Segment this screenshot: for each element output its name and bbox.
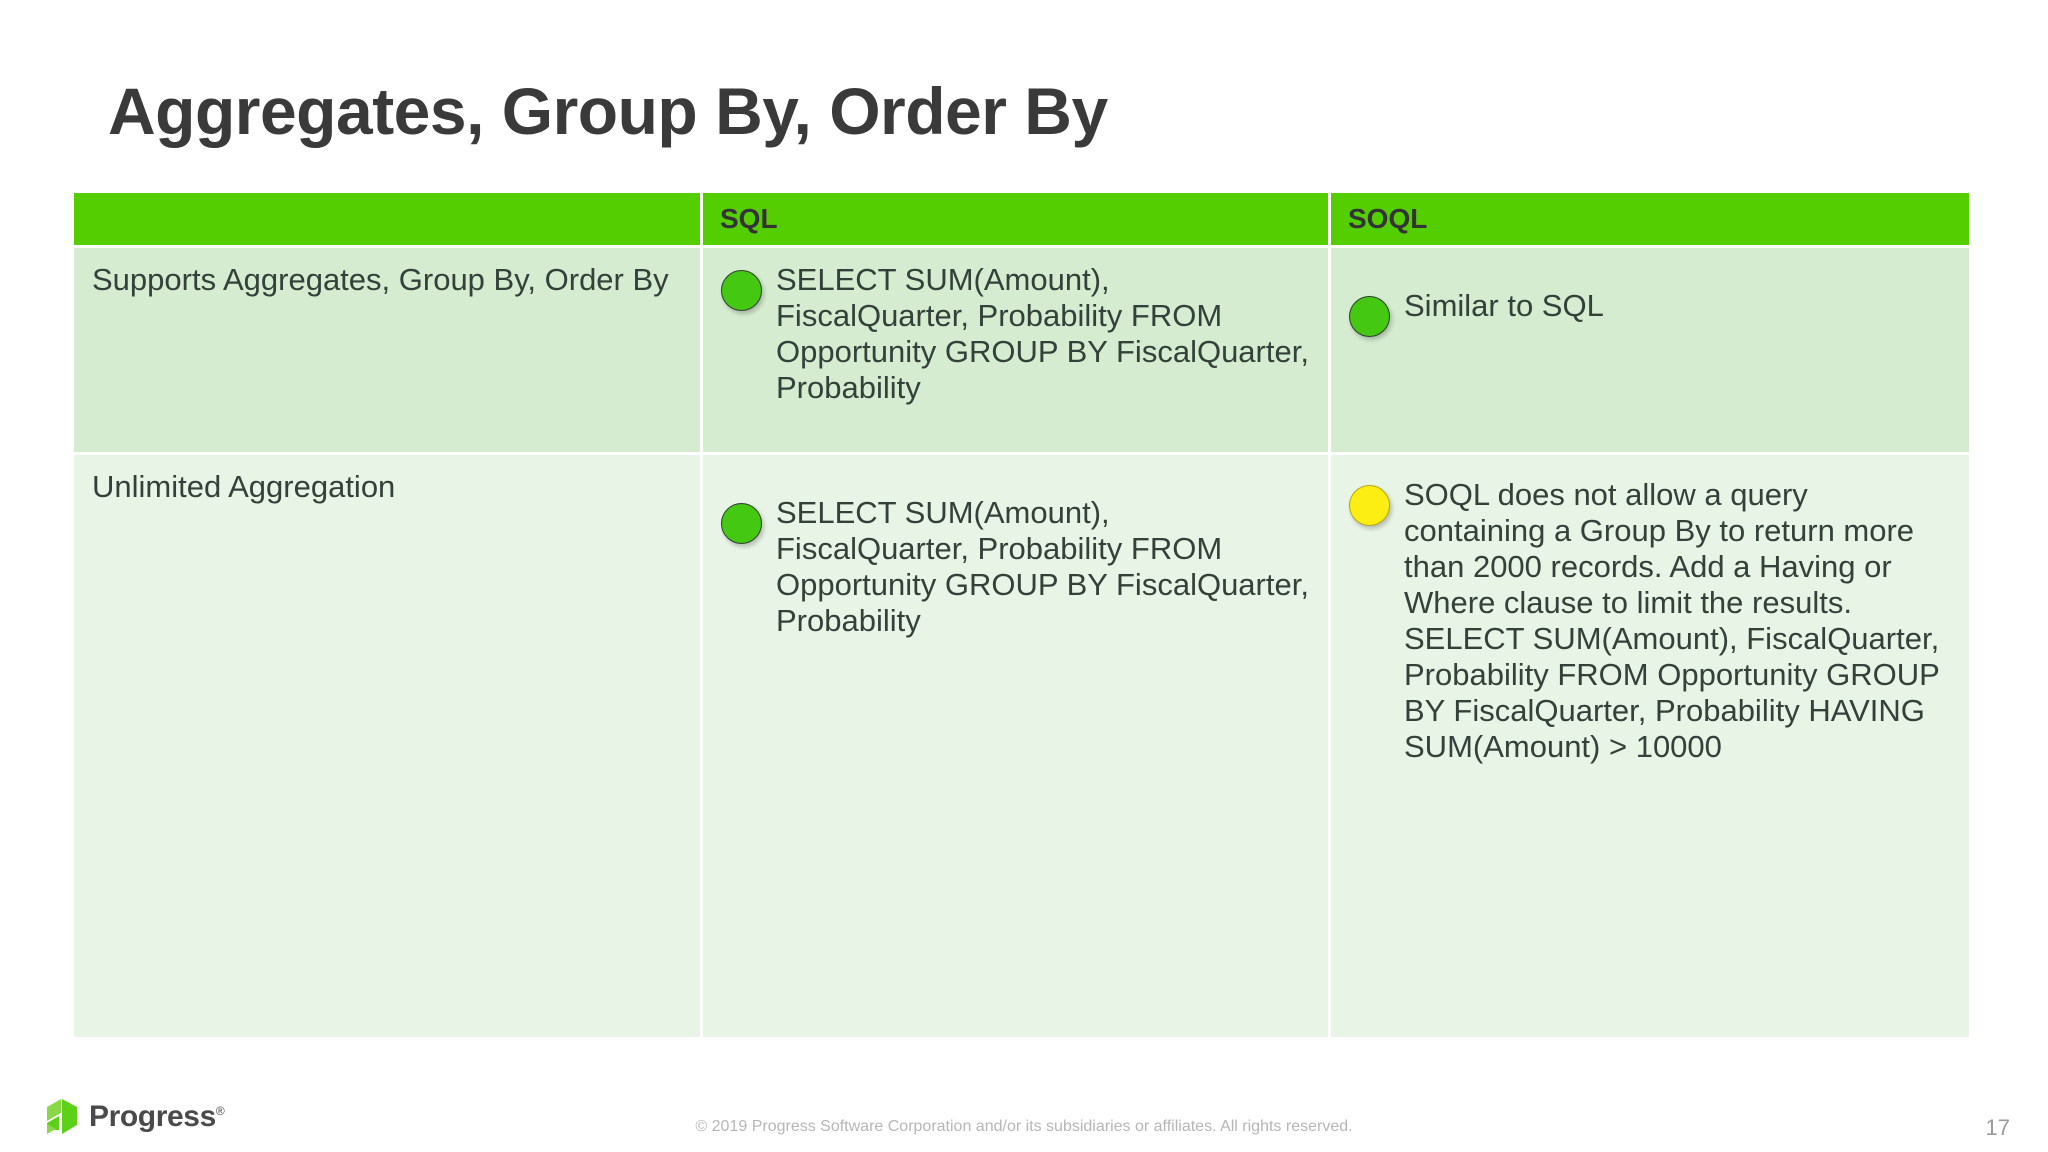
cell-soql-example-query: SELECT SUM(Amount), FiscalQuarter, Proba…	[1404, 620, 1940, 764]
page-title: Aggregates, Group By, Order By	[108, 74, 1108, 148]
cell-soql: SOQL does not allow a query containing a…	[1331, 455, 1969, 1037]
progress-wordmark: Progress®	[89, 1100, 225, 1134]
cell-sql-text: SELECT SUM(Amount), FiscalQuarter, Proba…	[776, 495, 1309, 638]
bullet-line: Similar to SQL	[1349, 288, 1951, 337]
green-circle-bullet-icon	[721, 270, 762, 311]
cell-feature: Unlimited Aggregation	[74, 455, 700, 1037]
cell-soql-text: Similar to SQL	[1404, 288, 1604, 323]
cell-soql-text: SOQL does not allow a query containing a…	[1404, 477, 1915, 620]
yellow-circle-bullet-icon	[1349, 485, 1390, 526]
green-circle-bullet-icon	[721, 503, 762, 544]
cell-sql: SELECT SUM(Amount), FiscalQuarter, Proba…	[703, 455, 1328, 1037]
comparison-table: SQL SOQL Supports Aggregates, Group By, …	[74, 193, 1969, 1037]
table-header-row: SQL SOQL	[74, 193, 1969, 245]
table-row: Supports Aggregates, Group By, Order By …	[74, 248, 1969, 452]
cell-sql-text: SELECT SUM(Amount), FiscalQuarter, Proba…	[776, 262, 1309, 405]
copyright-notice: © 2019 Progress Software Corporation and…	[695, 1118, 1353, 1135]
progress-cube-icon	[44, 1098, 80, 1136]
logo-text: Progress	[89, 1100, 216, 1133]
bullet-line: SOQL does not allow a query containing a…	[1349, 477, 1951, 621]
cell-sql: SELECT SUM(Amount), FiscalQuarter, Proba…	[703, 248, 1328, 452]
green-circle-bullet-icon	[1349, 296, 1390, 337]
column-header-sql: SQL	[703, 193, 1328, 245]
cell-feature: Supports Aggregates, Group By, Order By	[74, 248, 700, 452]
slide-number: 17	[1985, 1115, 2010, 1140]
column-header-soql: SOQL	[1331, 193, 1969, 245]
cell-soql: Similar to SQL	[1331, 248, 1969, 452]
column-header-feature	[74, 193, 700, 245]
progress-logo: Progress®	[44, 1098, 225, 1136]
table-row: Unlimited Aggregation SELECT SUM(Amount)…	[74, 455, 1969, 1037]
registered-mark: ®	[215, 1104, 225, 1118]
bullet-line: SELECT SUM(Amount), FiscalQuarter, Proba…	[721, 262, 1310, 406]
bullet-line: SELECT SUM(Amount), FiscalQuarter, Proba…	[721, 495, 1310, 639]
